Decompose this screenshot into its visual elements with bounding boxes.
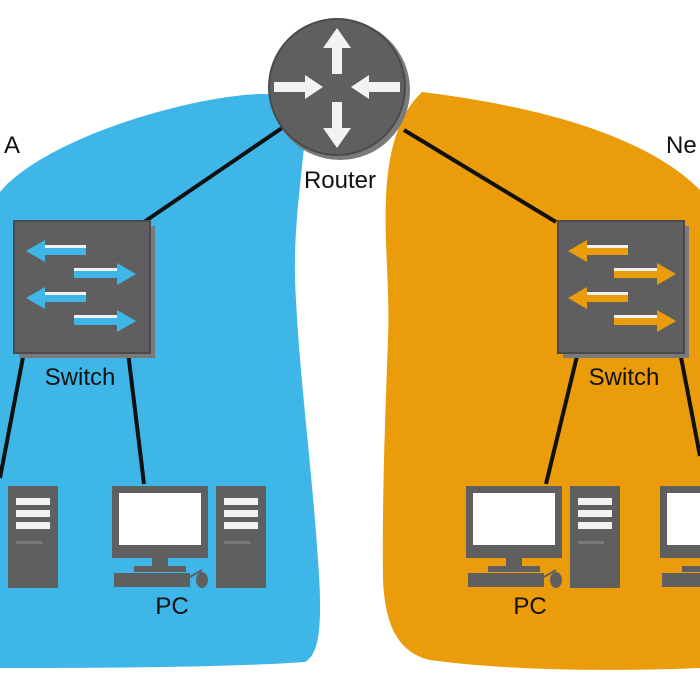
link-switch-left-pc-far-left [0, 351, 26, 479]
switch-right-label: Switch [589, 364, 660, 391]
link-switch-left-pc [126, 351, 146, 485]
link-router-switch-right [402, 128, 558, 224]
pc-icon-far-left [0, 485, 59, 589]
link-router-switch-left [142, 126, 284, 224]
switch-icon-left [13, 220, 155, 358]
switch-left-label: Switch [45, 364, 116, 391]
links [0, 126, 700, 485]
router-label: Router [304, 167, 376, 194]
network-right-label: Ne [666, 132, 697, 159]
router-icon [268, 18, 410, 160]
link-switch-right-pc [544, 351, 580, 485]
pc-right-label: PC [513, 593, 546, 620]
switch-icon-right [557, 220, 689, 358]
link-switch-right-pc-far-right [678, 351, 700, 457]
network-left-label: A [4, 132, 20, 159]
pc-left-label: PC [155, 593, 188, 620]
